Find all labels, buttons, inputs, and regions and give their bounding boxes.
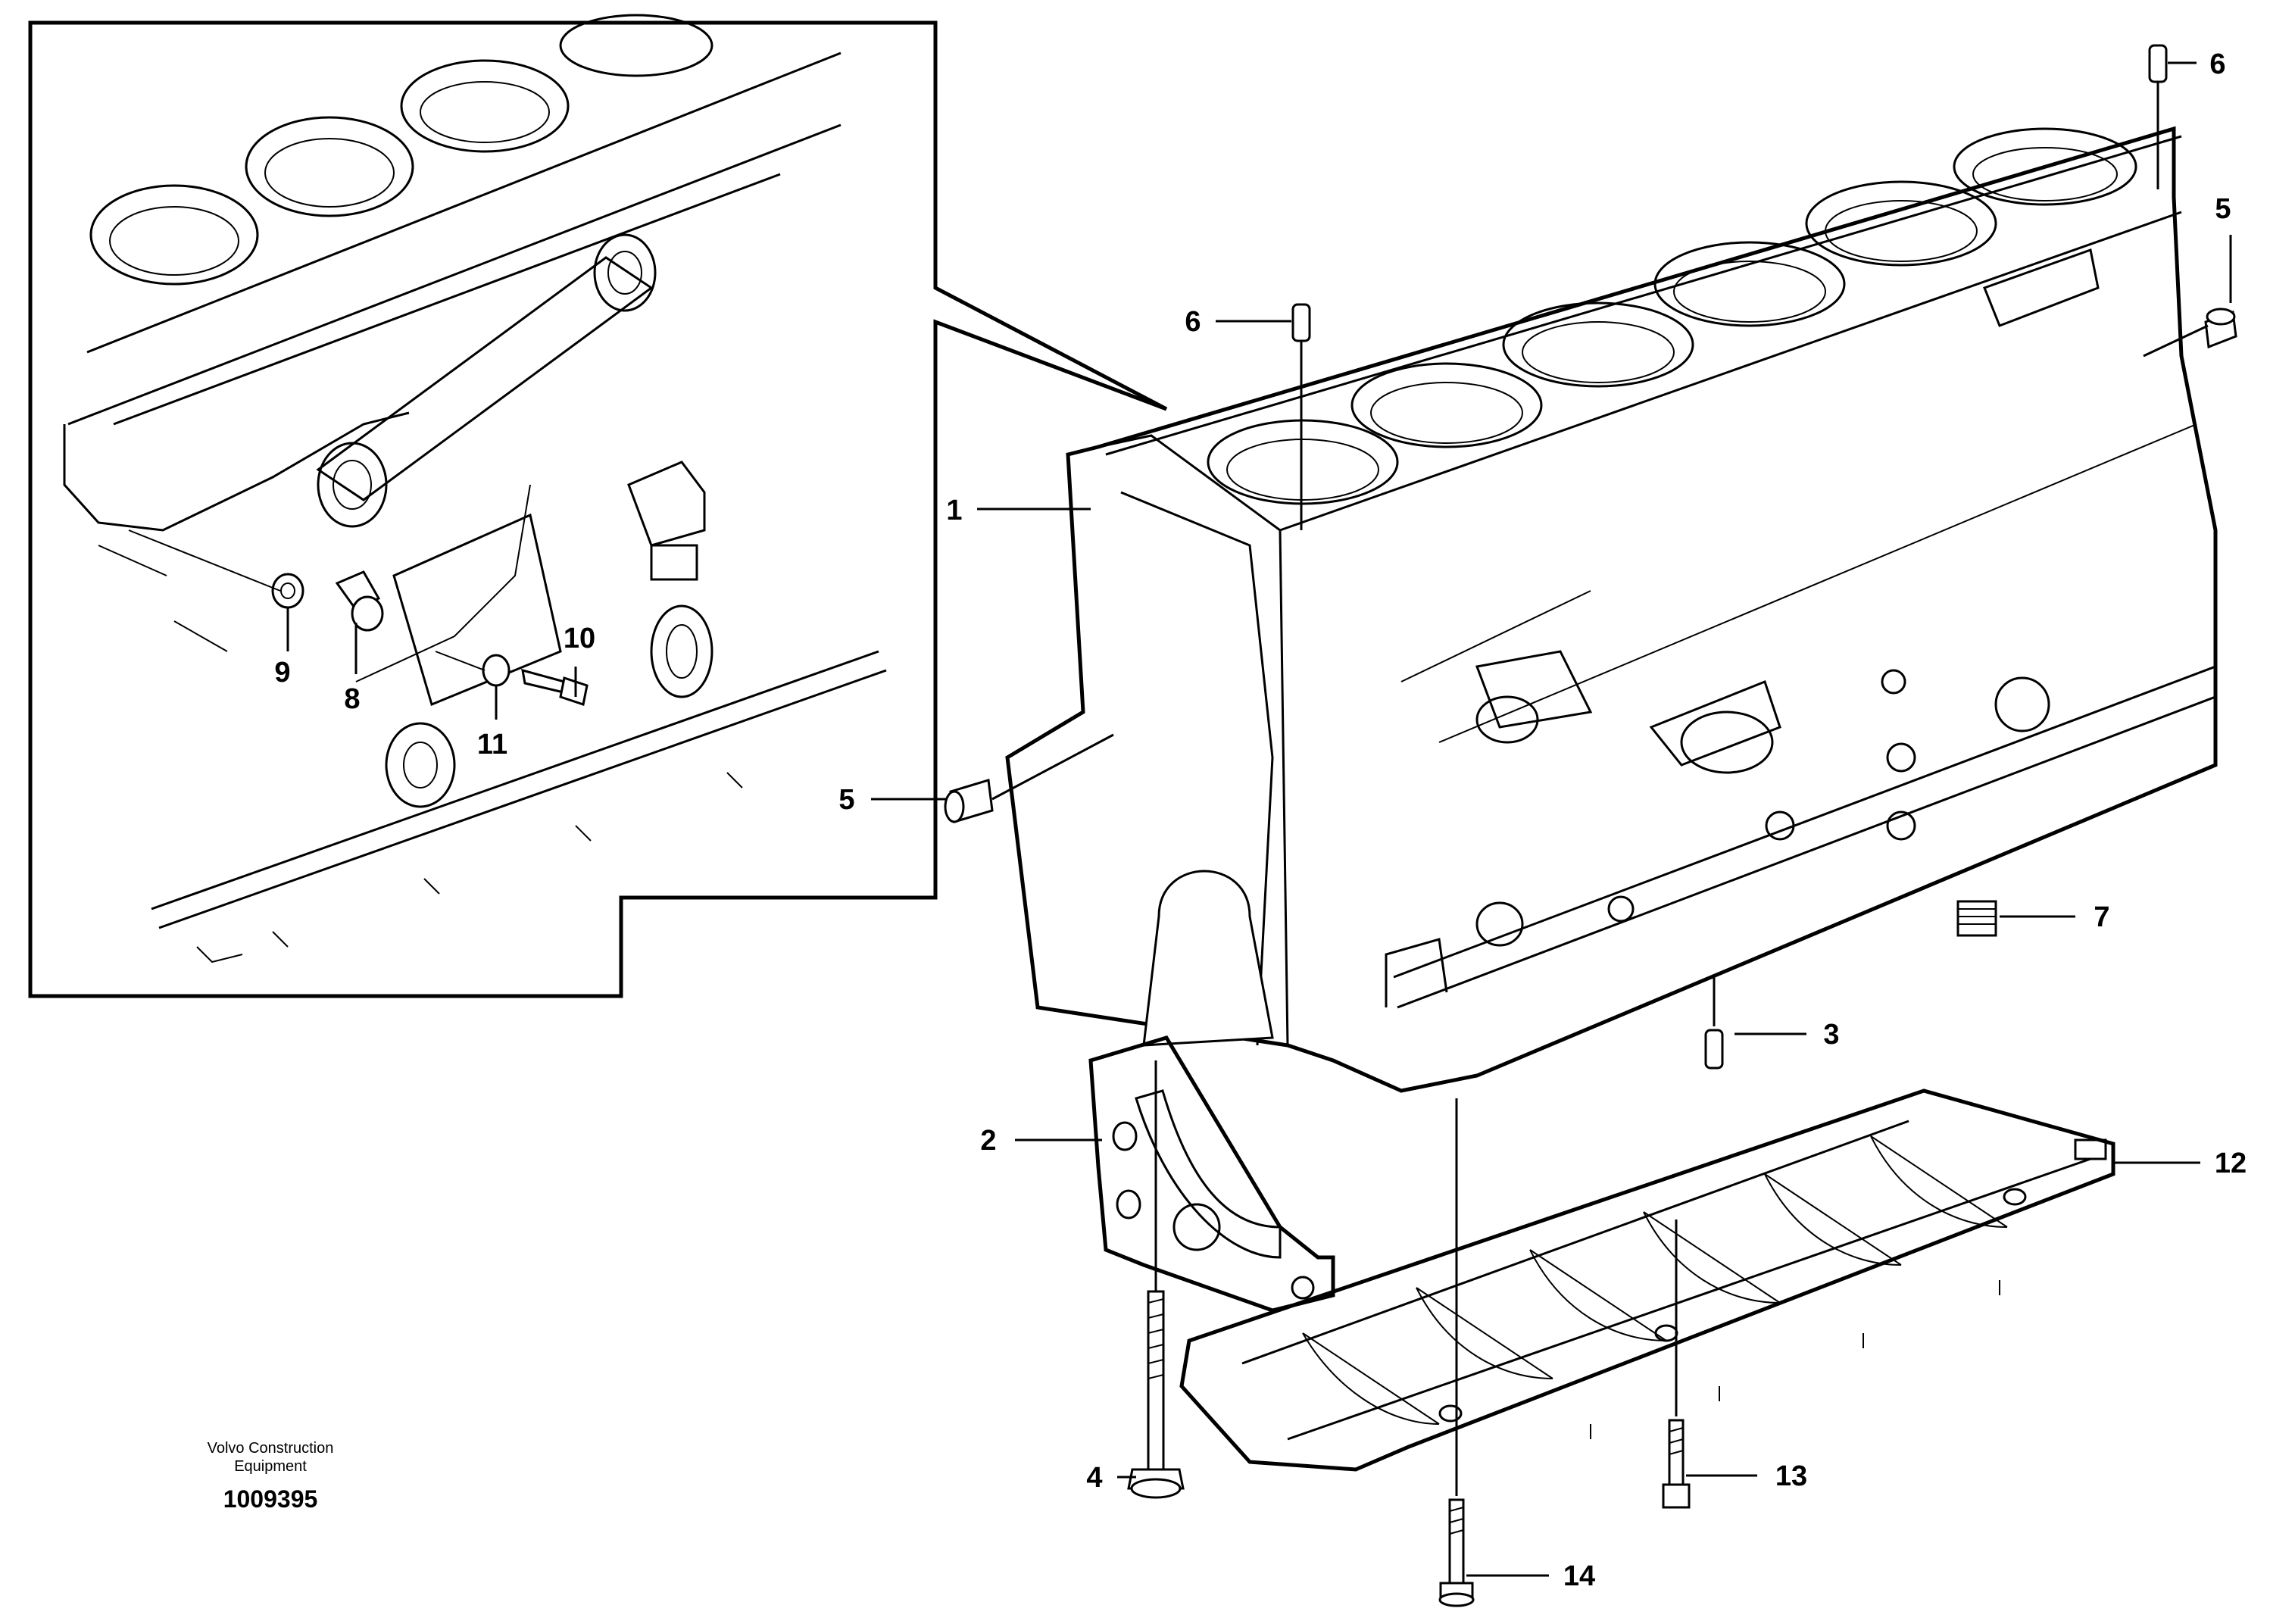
main-bearing-cap [1088,1035,1335,1313]
document-number: 1009395 [223,1485,318,1513]
callout-9: 9 [274,657,290,689]
callout-13: 13 [1775,1460,1807,1492]
callout-4: 4 [1086,1462,1102,1494]
leader-lines [286,61,2232,1577]
callout-6-left: 6 [1185,306,1201,338]
brand-line-1: Volvo Construction [208,1440,334,1457]
callout-3: 3 [1823,1019,1839,1051]
callout-1: 1 [946,495,962,526]
callout-labels: 1 2 3 4 5 5 6 6 7 8 9 10 11 12 13 14 [274,48,2247,1592]
callout-8: 8 [344,683,360,715]
callout-11: 11 [477,729,507,760]
cylinder-block [1005,126,2218,1093]
callout-7: 7 [2094,901,2109,933]
footer-branding: Volvo Construction Equipment 1009395 [208,1440,334,1513]
callout-6-right: 6 [2209,48,2225,80]
inset-detail-panel [28,14,1168,998]
small-parts [944,44,2237,1607]
callout-5-right: 5 [2215,193,2231,225]
callout-10: 10 [564,623,595,654]
callout-2: 2 [980,1125,996,1157]
bed-plate-frame [1179,1088,2115,1472]
callout-5-left: 5 [838,784,854,816]
brand-line-2: Equipment [234,1458,307,1475]
callout-14: 14 [1563,1560,1595,1592]
callout-12: 12 [2215,1148,2247,1179]
